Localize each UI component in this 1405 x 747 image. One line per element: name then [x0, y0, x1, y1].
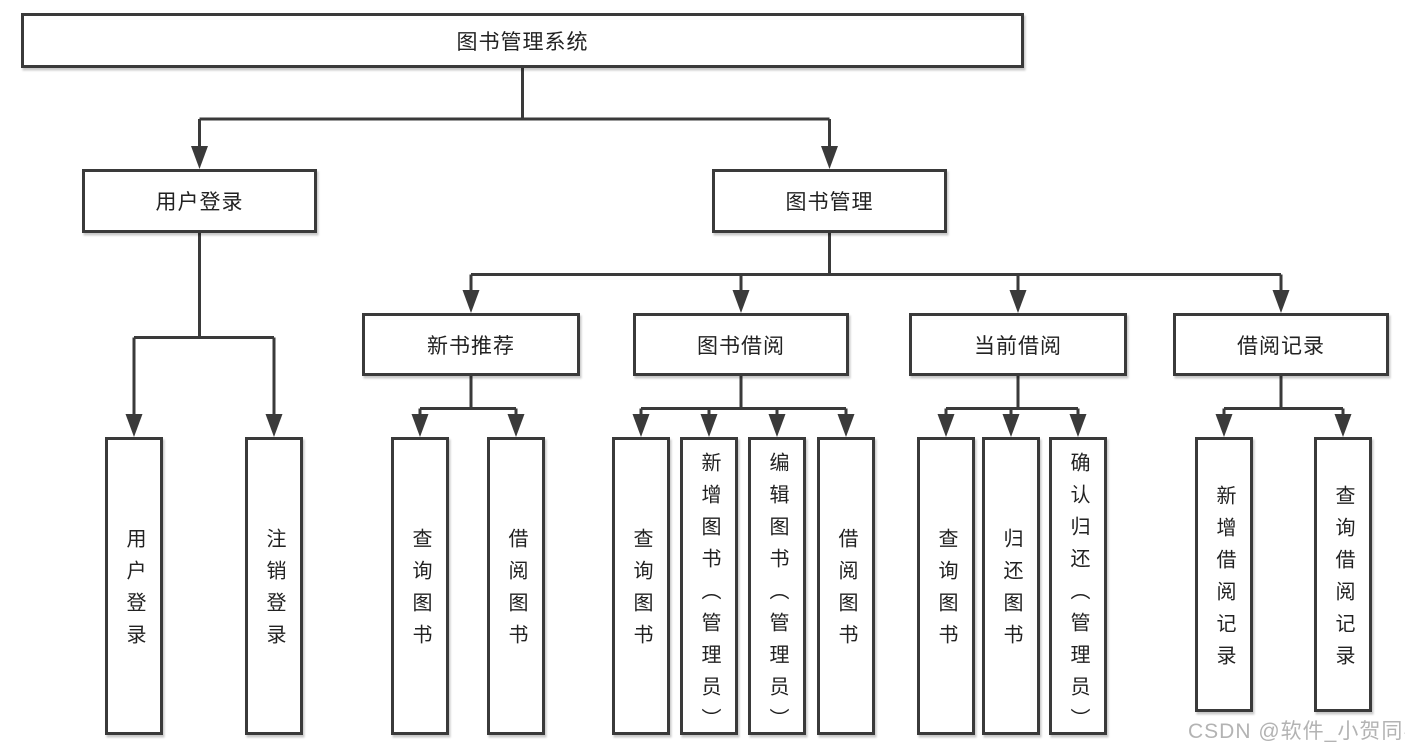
- arrowhead: [821, 146, 838, 169]
- node-label: 图书借阅: [697, 334, 785, 358]
- node-book-management: 图书管理: [712, 169, 947, 233]
- node-label: 查询图书: [630, 528, 652, 656]
- arrowhead: [937, 414, 955, 437]
- node-current-borrowing: 当前借阅: [909, 313, 1127, 376]
- node-user-login: 用户登录: [105, 437, 163, 735]
- node-borrowing-records: 借阅记录: [1173, 313, 1389, 376]
- connector-root-split: [198, 68, 831, 148]
- node-label: 新增借阅记录: [1213, 484, 1235, 677]
- arrowhead: [191, 146, 208, 169]
- node-library-management-system: 图书管理系统: [21, 13, 1024, 68]
- node-label: 借阅记录: [1237, 334, 1325, 358]
- node-label: 用户登录: [123, 528, 145, 656]
- arrowhead: [462, 290, 480, 313]
- node-label: 新增图书（管理员）: [698, 452, 720, 740]
- node-query-books-2: 查询图书: [612, 437, 670, 735]
- node-label: 借阅图书: [835, 528, 857, 656]
- node-query-borrow-record: 查询借阅记录: [1314, 437, 1372, 712]
- arrowhead: [1069, 414, 1087, 437]
- node-label: 新书推荐: [427, 334, 515, 358]
- arrowhead: [700, 414, 718, 437]
- connector-new-book-split: [418, 376, 518, 416]
- arrowhead: [732, 290, 750, 313]
- node-borrow-books-2: 借阅图书: [817, 437, 875, 735]
- node-query-books-1: 查询图书: [391, 437, 449, 735]
- arrowhead: [1215, 414, 1233, 437]
- node-book-borrowing: 图书借阅: [633, 313, 849, 376]
- connector-borrow-record-split: [1222, 376, 1345, 416]
- node-label: 查询图书: [409, 528, 431, 656]
- arrowhead: [1009, 290, 1027, 313]
- connector-user-login-split: [132, 233, 276, 416]
- node-label: 图书管理系统: [456, 30, 589, 54]
- arrowhead: [768, 414, 786, 437]
- node-label: 注销登录: [263, 528, 285, 656]
- arrowhead: [507, 414, 525, 437]
- node-confirm-return-admin: 确认归还（管理员）: [1049, 437, 1107, 740]
- node-new-book-recommend: 新书推荐: [362, 313, 580, 376]
- node-label: 当前借阅: [974, 334, 1062, 358]
- connector-book-mgmt-split: [469, 233, 1283, 292]
- node-borrow-books-1: 借阅图书: [487, 437, 545, 735]
- connector-book-borrow-split: [639, 376, 848, 416]
- node-logout: 注销登录: [245, 437, 303, 735]
- csdn-watermark: CSDN @软件_小贺同学: [1188, 720, 1405, 743]
- arrowhead: [837, 414, 855, 437]
- node-add-borrow-record: 新增借阅记录: [1195, 437, 1253, 712]
- node-label: 查询图书: [935, 528, 957, 656]
- node-label: 归还图书: [1000, 528, 1022, 656]
- node-label: 用户登录: [155, 191, 244, 214]
- node-query-books-3: 查询图书: [917, 437, 975, 735]
- node-label: 查询借阅记录: [1332, 484, 1354, 677]
- arrowhead: [632, 414, 650, 437]
- arrowhead: [1334, 414, 1352, 437]
- node-label: 编辑图书（管理员）: [766, 452, 788, 740]
- node-return-books: 归还图书: [982, 437, 1040, 735]
- arrowhead: [265, 414, 283, 437]
- arrowhead: [1002, 414, 1020, 437]
- node-add-books-admin: 新增图书（管理员）: [680, 437, 738, 740]
- node-label: 借阅图书: [505, 528, 527, 656]
- arrowhead: [1272, 290, 1290, 313]
- arrowhead: [125, 414, 143, 437]
- node-label: 图书管理: [785, 191, 874, 214]
- node-edit-books-admin: 编辑图书（管理员）: [748, 437, 806, 740]
- connector-current-borrow-split: [944, 376, 1080, 416]
- node-label: 确认归还（管理员）: [1067, 452, 1089, 740]
- node-user-login-group: 用户登录: [82, 169, 317, 233]
- arrowhead: [411, 414, 429, 437]
